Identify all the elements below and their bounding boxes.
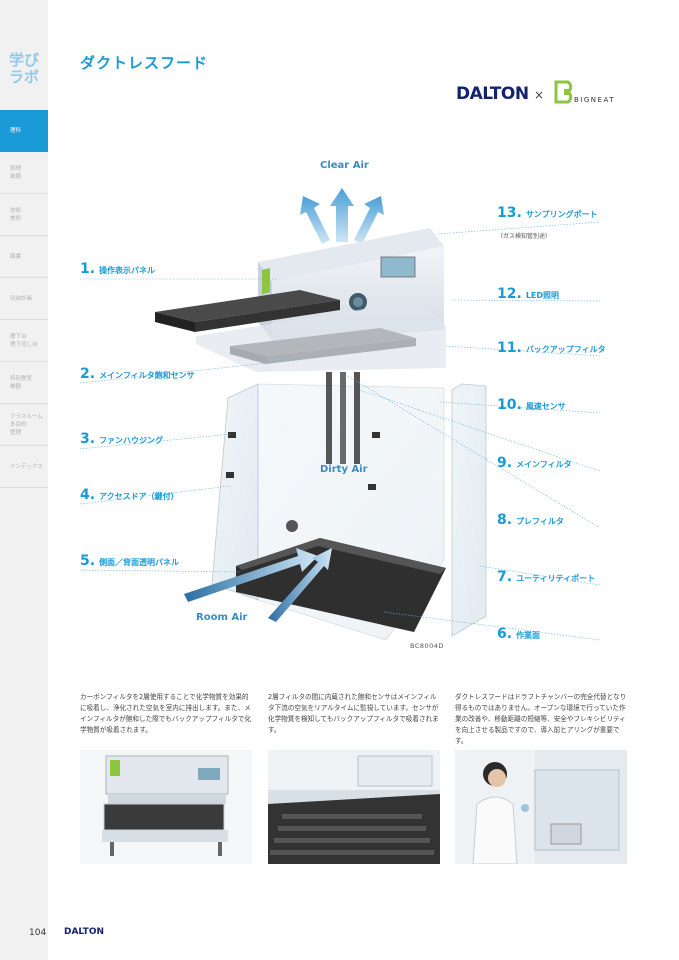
brand-logo[interactable]: 学び ラボ <box>0 52 48 86</box>
callout-10: 10.風速センサ <box>497 397 566 413</box>
callout-label: プレフィルタ <box>516 517 564 526</box>
callout-label: メインフィルタ <box>516 460 572 469</box>
callout-label: サンプリングポート <box>525 210 598 219</box>
body-text-2: 2層フィルタの間に内蔵された飽和センサはメインフィルタ下流の空気をリアルタイムに… <box>268 693 439 734</box>
callout-13: 13.サンプリングポート <box>497 205 598 221</box>
callout-6: 6.作業面 <box>497 626 540 642</box>
sidebar-item-label: 技術 美術 <box>10 207 22 222</box>
page-title: ダクトレスフード <box>80 54 209 72</box>
callout-label: 操作表示パネル <box>99 266 156 275</box>
callout-label: バックアップフィルタ <box>525 345 606 354</box>
sidebar-item-label: 収納計画 <box>10 295 33 302</box>
sidebar-item-sinks[interactable]: 理下台 理下流し台 <box>0 320 48 362</box>
callout-number: 4. <box>80 487 96 503</box>
callout-3: 3.ファンハウジング <box>80 431 163 447</box>
callout-number: 12. <box>497 286 522 302</box>
sidebar-item-label: 特別教室 機器 <box>10 375 33 390</box>
bigneat-logo-mark <box>554 80 573 104</box>
sidebar: 学び ラボ 理科 調理 被服 技術 美術 図書 収納計画 理下台 理下流し台 特… <box>0 0 48 960</box>
lower-filter <box>230 328 416 364</box>
callout-number: 11. <box>497 340 522 356</box>
photo-hood-exterior <box>80 750 252 864</box>
filter-frame <box>196 300 446 372</box>
sidebar-item-index[interactable]: インデックス <box>0 446 48 488</box>
callout-number: 7. <box>497 569 513 585</box>
callout-number: 10. <box>497 397 522 413</box>
clear-air-arrows <box>300 188 384 244</box>
callout-number: 1. <box>80 261 96 277</box>
callout-4: 4.アクセスドア（鍵付） <box>80 487 179 503</box>
times-symbol: × <box>534 88 545 102</box>
bigneat-logo: BIGNEAT <box>574 96 615 104</box>
sidebar-item-label: クラスルーム 多目的 管理 <box>10 413 43 436</box>
callout-number: 5. <box>80 553 96 569</box>
brand-line2: ラボ <box>8 68 39 86</box>
callout-label: LED照明 <box>525 291 560 300</box>
brand-line1: 学び <box>8 51 39 69</box>
sidebar-item-technology[interactable]: 技術 美術 <box>0 194 48 236</box>
callout-number: 3. <box>80 431 96 447</box>
photo-work-surface <box>268 750 440 864</box>
sidebar-item-classroom[interactable]: クラスルーム 多目的 管理 <box>0 404 48 446</box>
sidebar-item-library[interactable]: 図書 <box>0 236 48 278</box>
footer-logo: DALTON <box>64 927 105 937</box>
callout-1: 1.操作表示パネル <box>80 261 155 277</box>
sampling-note: （ガス検知管別途） <box>497 233 552 240</box>
top-housing <box>258 228 444 342</box>
callout-label: アクセスドア（鍵付） <box>99 492 179 501</box>
sidebar-item-label: 理科 <box>10 128 22 134</box>
body-text-1: カーボンフィルタを2層使用することで化学物質を効果的に吸着し、浄化された空気を室… <box>80 693 251 734</box>
model-code: BC8004D <box>410 642 444 650</box>
callout-label: ユーティリティポート <box>516 574 596 583</box>
callout-2: 2.メインフィルタ飽和センサ <box>80 366 195 382</box>
upper-filter <box>155 290 340 332</box>
callout-11: 11.バックアップフィルタ <box>497 340 606 356</box>
callout-9: 9.メインフィルタ <box>497 455 572 471</box>
sidebar-item-label: 図書 <box>10 253 22 260</box>
sidebar-item-science[interactable]: 理科 <box>0 110 48 152</box>
glass-enclosure <box>211 383 487 641</box>
callout-label: 作業面 <box>516 631 541 640</box>
callout-number: 9. <box>497 455 513 471</box>
sidebar-item-cooking[interactable]: 調理 被服 <box>0 152 48 194</box>
callout-7: 7.ユーティリティポート <box>497 569 595 585</box>
callout-number: 2. <box>80 366 96 382</box>
sidebar-item-label: 理下台 理下流し台 <box>10 333 38 348</box>
sidebar-item-storage[interactable]: 収納計画 <box>0 278 48 320</box>
callout-number: 8. <box>497 512 513 528</box>
sidebar-item-label: インデックス <box>10 463 43 470</box>
callout-label: メインフィルタ飽和センサ <box>99 371 195 380</box>
callout-label: ファンハウジング <box>99 436 164 445</box>
callout-label: 風速センサ <box>525 402 566 411</box>
callout-label: 側面／背面透明パネル <box>99 558 180 567</box>
room-air-label: Room Air <box>196 612 248 623</box>
dirty-air-ducts <box>326 372 360 464</box>
dirty-air-label: Dirty Air <box>320 464 368 475</box>
clear-air-label: Clear Air <box>320 160 369 171</box>
photo-researcher <box>455 750 627 864</box>
sidebar-item-label: 調理 被服 <box>10 165 22 180</box>
callout-12: 12.LED照明 <box>497 286 559 302</box>
callout-number: 6. <box>497 626 513 642</box>
callout-5: 5.側面／背面透明パネル <box>80 553 179 569</box>
dalton-logo: DALTON <box>456 84 529 104</box>
callout-8: 8.プレフィルタ <box>497 512 564 528</box>
sidebar-item-special-rooms[interactable]: 特別教室 機器 <box>0 362 48 404</box>
body-text-3: ダクトレスフードはドラフトチャンバーの完全代替となり得るものではありません。オー… <box>455 693 627 745</box>
callout-number: 13. <box>497 205 522 221</box>
room-air-arrows <box>184 548 332 622</box>
page-number: 104 <box>29 928 47 938</box>
